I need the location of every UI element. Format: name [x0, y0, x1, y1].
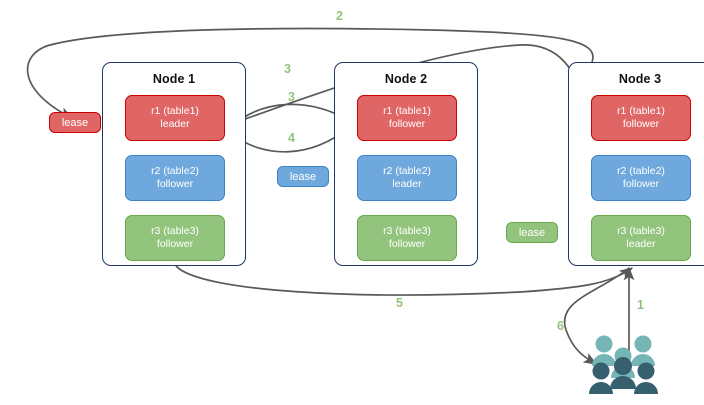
- replica-name: r2 (table2): [617, 165, 665, 177]
- replica-name: r1 (table1): [617, 105, 665, 117]
- node-1-title: Node 1: [152, 72, 196, 86]
- replica-role: follower: [156, 178, 194, 190]
- node-2-replica-r3[interactable]: r3 (table3) follower: [357, 215, 457, 261]
- node-3-title: Node 3: [618, 72, 662, 86]
- step-label-1: 1: [637, 298, 644, 312]
- step-label-4: 4: [288, 131, 295, 145]
- node-3-replica-r2[interactable]: r2 (table2) follower: [591, 155, 691, 201]
- node-1-container[interactable]: Node 1 r1 (table1) leader r2 (table2) fo…: [102, 62, 246, 266]
- node-2-replica-r2[interactable]: r2 (table2) leader: [357, 155, 457, 201]
- node-3-container[interactable]: Node 3 r1 (table1) follower r2 (table2) …: [568, 62, 704, 266]
- node-3-replica-r3[interactable]: r3 (table3) leader: [591, 215, 691, 261]
- users-icon-front-row: [589, 357, 658, 394]
- replica-role: leader: [160, 118, 190, 130]
- replica-role: leader: [626, 238, 656, 250]
- lease-blue[interactable]: lease: [277, 166, 329, 187]
- arrow-step-6: [563, 267, 630, 365]
- replica-role: follower: [622, 118, 660, 130]
- step-label-6: 6: [557, 319, 564, 333]
- replica-name: r3 (table3): [151, 225, 199, 237]
- node-3-replica-r1[interactable]: r1 (table1) follower: [591, 95, 691, 141]
- replica-name: r1 (table1): [151, 105, 199, 117]
- arrow-step-2: [26, 27, 594, 119]
- replica-role: follower: [622, 178, 660, 190]
- replica-name: r2 (table2): [383, 165, 431, 177]
- step-label-3a: 3: [284, 62, 291, 76]
- replica-name: r1 (table1): [383, 105, 431, 117]
- step-label-2: 2: [336, 9, 343, 23]
- step-label-3b: 3: [288, 90, 295, 104]
- replica-name: r3 (table3): [383, 225, 431, 237]
- node-1-replica-r1[interactable]: r1 (table1) leader: [125, 95, 225, 141]
- node-2-replica-r1[interactable]: r1 (table1) follower: [357, 95, 457, 141]
- node-1-replica-r3[interactable]: r3 (table3) follower: [125, 215, 225, 261]
- node-2-title: Node 2: [384, 72, 428, 86]
- replica-role: follower: [388, 118, 426, 130]
- node-2-container[interactable]: Node 2 r1 (table1) follower r2 (table2) …: [334, 62, 478, 266]
- step-label-5: 5: [396, 296, 403, 310]
- lease-green[interactable]: lease: [506, 222, 558, 243]
- node-1-replica-r2[interactable]: r2 (table2) follower: [125, 155, 225, 201]
- replica-name: r3 (table3): [617, 225, 665, 237]
- replica-role: leader: [392, 178, 422, 190]
- replica-name: r2 (table2): [151, 165, 199, 177]
- arrow-step-5: [175, 265, 634, 296]
- replica-role: follower: [388, 238, 426, 250]
- replica-role: follower: [156, 238, 194, 250]
